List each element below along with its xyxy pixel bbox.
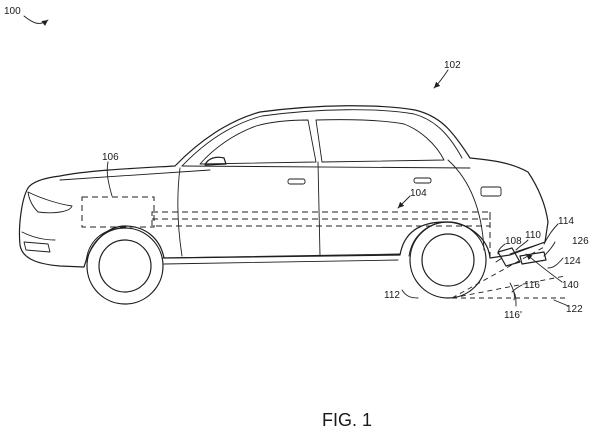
label-102: 102 [444, 60, 461, 71]
label-126: 126 [572, 236, 589, 247]
label-116-prime: 116' [504, 310, 522, 321]
leader-lines [23, 15, 569, 307]
label-100: 100 [4, 6, 21, 17]
figure-caption: FIG. 1 [322, 410, 372, 430]
label-112: 112 [384, 290, 400, 301]
label-140: 140 [562, 280, 579, 291]
label-104: 104 [410, 188, 427, 199]
front-wheel [85, 227, 164, 305]
label-110: 110 [525, 230, 541, 241]
label-106: 106 [102, 152, 119, 163]
reference-labels: 100 102 104 106 108 110 112 114 116 116'… [4, 6, 589, 321]
vehicle-body [18, 105, 549, 268]
sensor-assembly [495, 247, 547, 267]
label-108: 108 [505, 236, 522, 247]
label-124: 124 [564, 256, 581, 267]
label-122: 122 [566, 304, 583, 315]
label-116: 116 [524, 280, 540, 291]
body-component-outline [151, 211, 491, 258]
label-114: 114 [558, 216, 574, 227]
front-component-outline [81, 196, 155, 228]
rear-wheel [408, 221, 487, 299]
